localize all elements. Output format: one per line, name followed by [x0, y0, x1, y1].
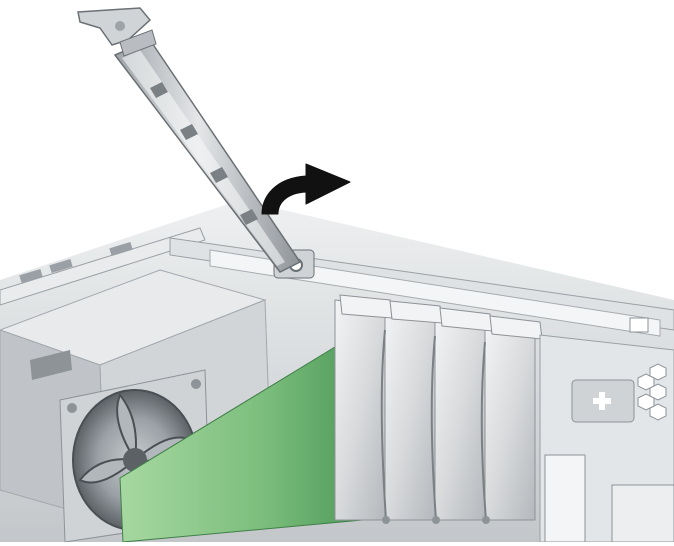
rotate-arrow-icon: [261, 163, 351, 215]
retainer-latch: [77, 7, 302, 273]
rear-panel: [539, 334, 674, 543]
plus-icon: [593, 392, 611, 410]
slot-covers: [334, 294, 543, 524]
